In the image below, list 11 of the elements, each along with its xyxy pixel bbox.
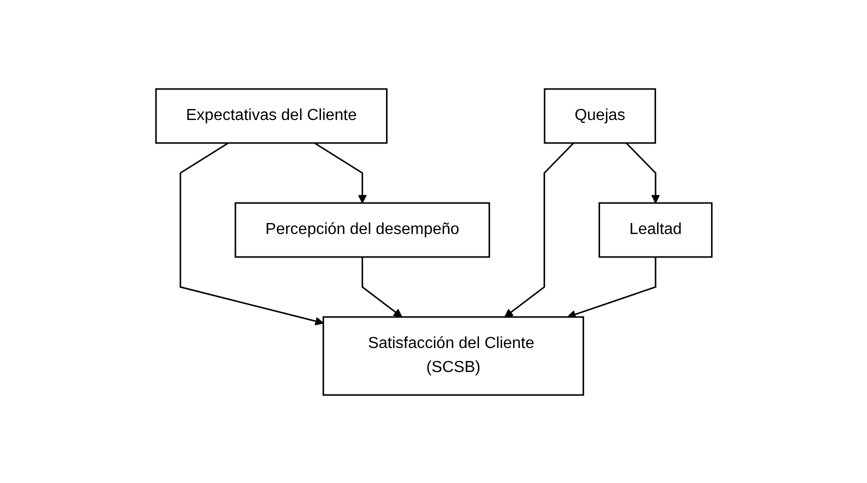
node-box: Lealtad — [598, 202, 712, 258]
node-box: Quejas — [543, 88, 656, 144]
node-box: Satisfacción del Cliente (SCSB) — [322, 316, 584, 396]
arrow — [179, 142, 324, 325]
arrow — [504, 142, 574, 317]
arrow — [361, 256, 402, 317]
arrow — [625, 142, 660, 203]
arrow — [566, 256, 656, 318]
node-box: Expectativas del Cliente — [154, 88, 388, 144]
node-box: Percepción del desempeño — [234, 202, 490, 258]
arrow — [314, 142, 366, 203]
